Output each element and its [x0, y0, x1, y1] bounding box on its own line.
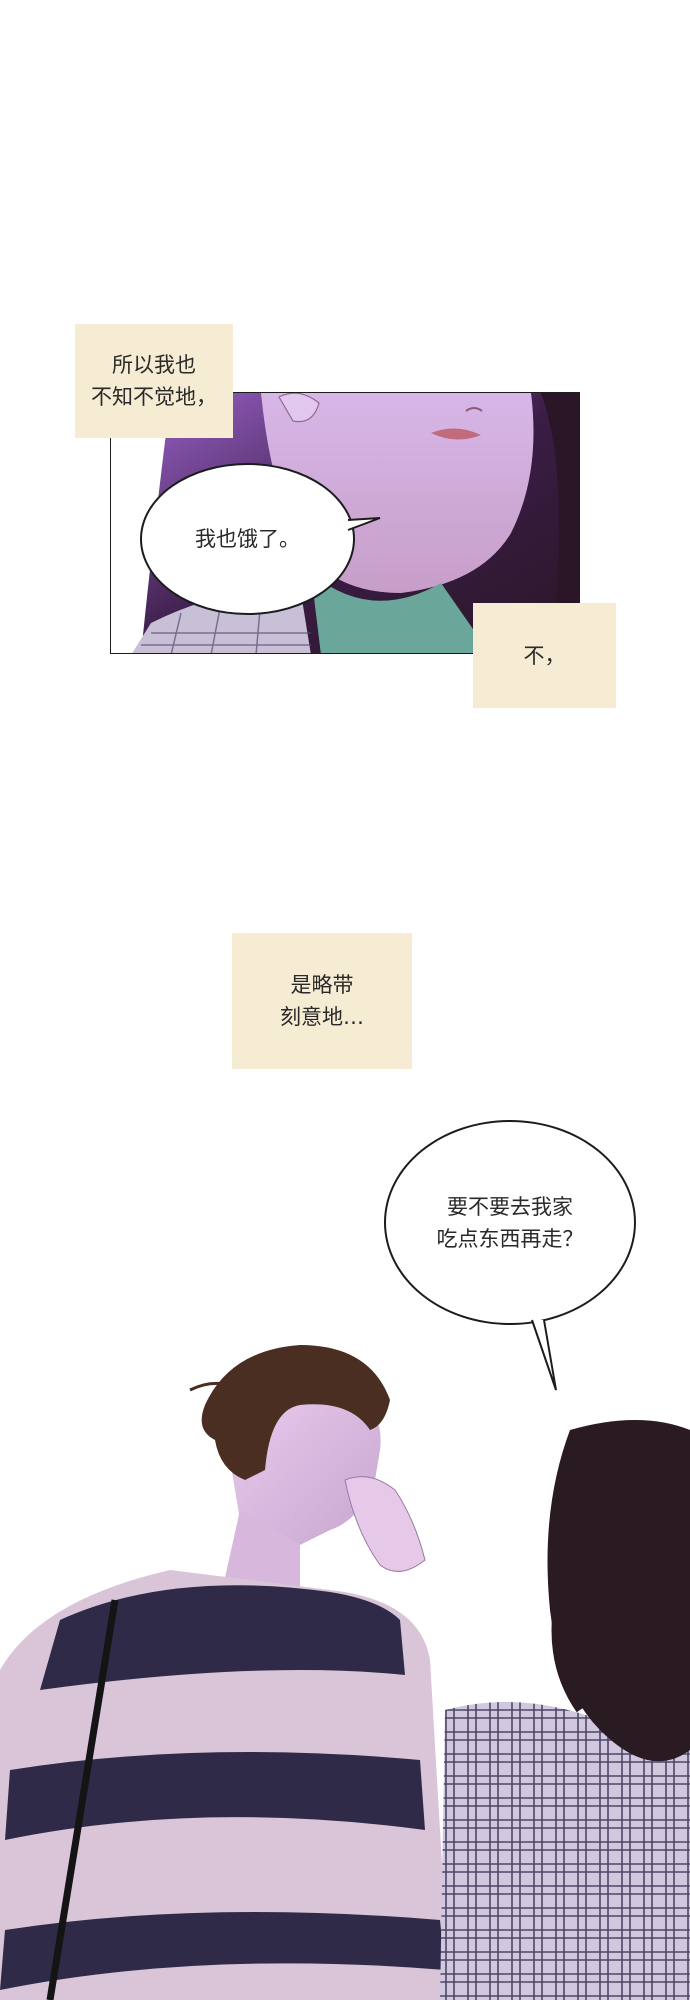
speech-bubble-2-tail	[531, 1319, 557, 1391]
collar	[311, 573, 490, 653]
caption-1-line-2: 不知不觉地，	[91, 385, 217, 409]
ear	[278, 393, 320, 423]
speech-bubble-1: 我也饿了。	[140, 463, 355, 615]
man-hair	[201, 1345, 390, 1480]
caption-3-line-1: 是略带	[290, 973, 354, 997]
scene-man-and-woman	[0, 1330, 690, 2000]
caption-3-line-2: 刻意地…	[280, 1005, 364, 1029]
lips	[431, 428, 481, 440]
caption-3: 是略带 刻意地…	[232, 933, 412, 1069]
bag-strap	[46, 1599, 119, 2000]
woman-hair	[547, 1420, 690, 1762]
caption-2-line-1: 不，	[523, 643, 566, 668]
woman-jacket	[440, 1702, 690, 2000]
speech-bubble-1-text: 我也饿了。	[195, 527, 300, 551]
nose	[465, 407, 483, 412]
man-and-woman-illustration	[0, 1345, 690, 2000]
speech-bubble-2-line-1: 要不要去我家	[447, 1194, 573, 1219]
caption-2: 不，	[473, 603, 616, 708]
caption-1: 所以我也 不知不觉地，	[75, 324, 233, 438]
speech-bubble-2: 要不要去我家 吃点东西再走？	[384, 1120, 636, 1325]
speech-bubble-1-tail	[347, 517, 381, 531]
caption-1-line-1: 所以我也	[112, 353, 196, 377]
man-hand	[344, 1476, 426, 1572]
speech-bubble-2-line-2: 吃点东西再走？	[436, 1226, 584, 1251]
